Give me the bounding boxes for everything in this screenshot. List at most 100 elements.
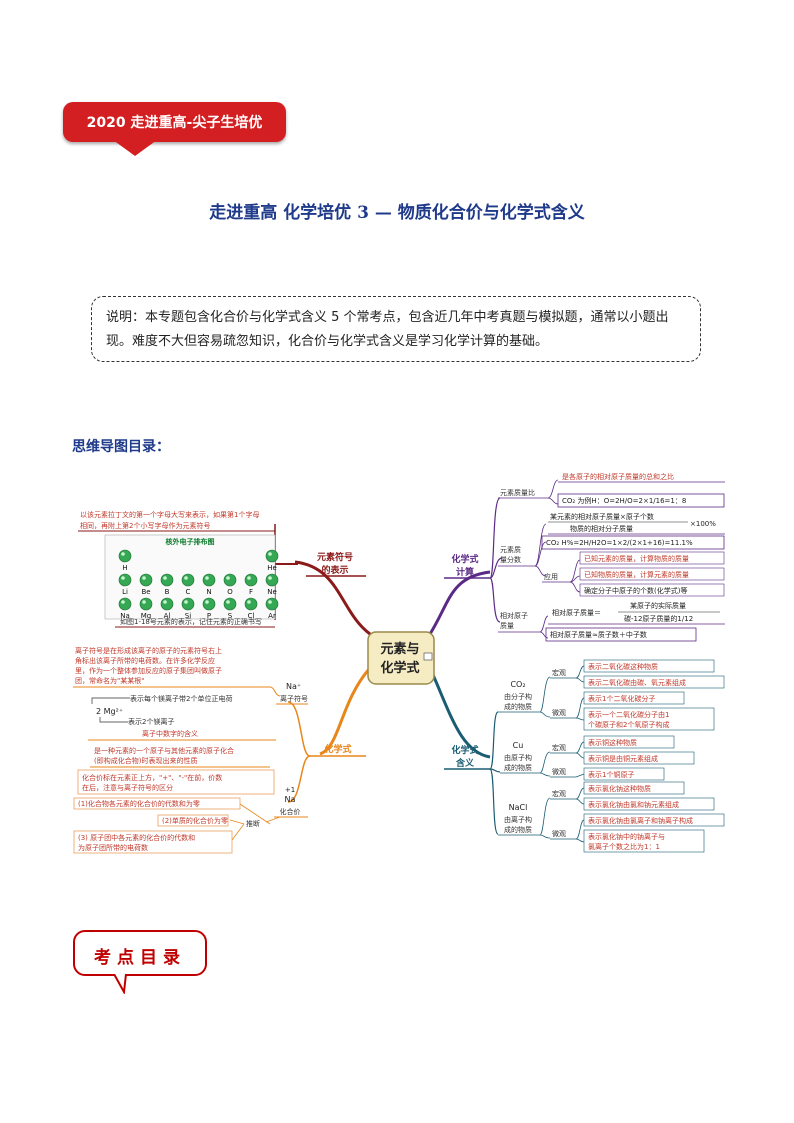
mg-formula: 2 Mg²⁺ [96,707,123,716]
periodic-element: C [181,573,195,596]
description-box: 说明：本专题包含化合价与化学式含义 5 个常考点，包含近几年中考真题与模拟题，通… [91,296,701,362]
periodic-element: O [223,573,237,596]
ion-symbol-text: Na⁺ [286,682,301,691]
mass-ratio-example: CO₂ 为例H：O=2H/O=2×1/16=1：8 [562,496,686,505]
center-node: 元素与 化学式 [367,631,435,685]
periodic-symbol: Ar [268,612,276,620]
periodic-element: Mg [139,597,153,620]
calc-line-2: 计算 [456,566,474,578]
periodic-symbol: Al [164,612,171,620]
valence-top: +1 [285,786,295,794]
valence-note-line-1: 是一种元素的一个原子与其他元素的原子化合 [94,746,234,755]
ion-note-line-2: 角标出该离子所带的电荷数。在许多化学反应 [75,656,215,665]
co2-label-3: 成的物质 [504,702,532,711]
cu-meaning: Cu 由原子构 成的物质 宏观 微观 表示铜这种物质 表示铜是由铜元素组成 表示… [500,735,695,781]
periodic-symbol: N [206,588,211,596]
nacl-4-line-2: 氯离子个数之比为1：1 [588,842,660,851]
nacl-1: 表示氯化钠这种物质 [588,784,651,793]
periodic-element: F [244,573,258,596]
co2-label-1: CO₂ [510,680,525,689]
meaning-line-2: 含义 [455,757,475,769]
symbol-note: 以该元素拉丁文的第一个字母大写来表示，如果第1个字母 相同，再附上第2个小写字母… [78,510,275,532]
formula-branch: 化学式 [287,701,366,803]
mindmap: 元素与 化学式 元素符号 的表示 以该元素拉丁文的第一个字母大写来表示，如果第1… [73,472,725,854]
mass-fraction-line-1: 元素质 [500,545,521,554]
mg-example: 2 Mg²⁺ 表示每个镁离子带2个单位正电荷 表示2个镁离子 离子中数字的含义 [88,694,276,741]
co2-micro: 微观 [552,708,566,717]
symbol-branch-line-2: 的表示 [321,564,348,576]
periodic-element: Si [181,597,195,620]
calc-line-1: 化学式 [451,553,478,565]
mass-ratio-def: 是各原子的相对原子质量的总和之比 [562,472,674,481]
rel-mass-line-2: 质量 [500,621,514,630]
infer-label: 推断 [246,819,260,828]
rel-mass-f1: 相对原子质量＝ [552,608,601,617]
periodic-symbol: F [249,588,253,596]
co2-2: 表示二氧化碳由碳、氧元素组成 [588,678,686,687]
co2-4-line-2: 个碳原子和2个氧原子构成 [588,720,669,729]
mass-ratio: 元素质量比 是各原子的相对原子质量的总和之比 CO₂ 为例H：O=2H/O=2×… [498,472,725,508]
periodic-symbol: B [165,588,170,596]
ion-note-line-3: 里，作为一个整体参加反应的原子集团叫做原子 [75,666,222,675]
periodic-symbol: S [228,612,233,620]
banner-text: 2020 走进重高-尖子生培优 [86,115,263,131]
ion-label: 离子符号 [280,694,308,703]
banner-pointer [113,140,157,156]
mindmap-heading: 思维导图目录： [72,439,170,455]
nacl-label-1: NaCl [509,803,528,812]
nacl-micro: 微观 [552,829,566,838]
periodic-element: S [223,597,237,620]
mass-ratio-label: 元素质量比 [500,488,535,497]
center-line-1: 元素与 [380,641,419,657]
periodic-symbol: H [122,564,127,572]
periodic-element: Na [118,597,132,620]
mg-note-2: 表示2个镁离子 [128,717,174,726]
periodic-symbol: Ne [267,588,277,596]
cu-label-1: Cu [513,741,524,750]
valence-write: 化合价标在元素正上方，"+"、"-"在前，价数 在后，注意与离子符号的区分 [77,769,275,795]
periodic-title: 核外电子排布图 [166,537,215,546]
header-banner: 2020 走进重高-尖子生培优 [63,102,286,142]
nacl-meaning: NaCl 由离子构 成的物质 宏观 微观 表示氯化钠这种物质 表示氯化钠由氯和钠… [498,781,725,853]
periodic-element: Al [160,597,174,620]
valence-symbol-text: Na [285,795,296,804]
cu-label-3: 成的物质 [504,763,532,772]
kaodian-pointer [113,974,127,994]
ion-note: 离子符号是在形成该离子的原子的元素符号右上 角标出该离子所带的电荷数。在许多化学… [73,646,281,697]
ion-note-line-4: 团，常命名为"某某根" [75,676,144,685]
symbol-note-line-1: 以该元素拉丁文的第一个字母大写来表示，如果第1个字母 [80,510,259,519]
rule-3-line-2: 为原子团所带的电荷数 [78,843,148,852]
symbol-note-line-2: 相同，再附上第2个小写字母作为元素符号 [80,521,210,530]
cu-3: 表示1个铜原子 [588,770,634,779]
calc-branch: 化学式 计算 [444,497,503,623]
periodic-symbol: O [227,588,233,596]
rel-mass-f1-top: 某原子的实际质量 [630,601,686,610]
valence-symbol: +1 Na 化合价 [274,786,308,818]
mass-fraction: 元素质 量分数 某元素的相对原子质量×原子个数 物质的相对分子质量 ×100% … [498,512,725,597]
co2-4-line-1: 表示一个二氧化碳分子由1 [588,710,669,719]
nacl-2: 表示氯化钠由氯和钠元素组成 [588,800,679,809]
nacl-4-line-1: 表示氯化钠中的钠离子与 [588,832,665,841]
periodic-element: B [160,573,174,596]
co2-macro: 宏观 [552,668,566,677]
mf-formula-bottom: 物质的相对分子质量 [570,524,633,533]
rule-2: (2)单质的化合价为零 [162,816,228,825]
rule-1: (1)化合物各元素的化合价的代数和为零 [78,799,200,808]
periodic-symbol: He [267,564,277,572]
valence-note: 是一种元素的一个原子与其他元素的原子化合 (即构成化合物)时表现出来的性质 [90,746,270,768]
periodic-element: H [118,549,132,572]
periodic-symbol: C [186,588,191,596]
ion-note-line-1: 离子符号是在形成该离子的原子的元素符号右上 [75,646,222,655]
valence-label: 化合价 [280,807,301,816]
symbol-branch: 元素符号 的表示 [270,524,366,620]
ion-symbol: Na⁺ 离子符号 [276,682,308,705]
co2-meaning: CO₂ 由分子构 成的物质 宏观 微观 表示二氧化碳这种物质 表示二氧化碳由碳、… [498,659,725,731]
center-line-2: 化学式 [380,660,419,676]
mg-note-1: 表示每个镁离子带2个单位正电荷 [130,694,232,703]
mg-note-3: 离子中数字的含义 [142,729,198,738]
mf-formula-top: 某元素的相对原子质量×原子个数 [550,512,654,521]
nacl-3: 表示氯化钠由氯离子和钠离子构成 [588,816,693,825]
periodic-symbol: P [207,612,211,620]
description-text: 说明：本专题包含化合价与化学式含义 5 个常考点，包含近几年中考真题与模拟题，通… [106,310,669,349]
